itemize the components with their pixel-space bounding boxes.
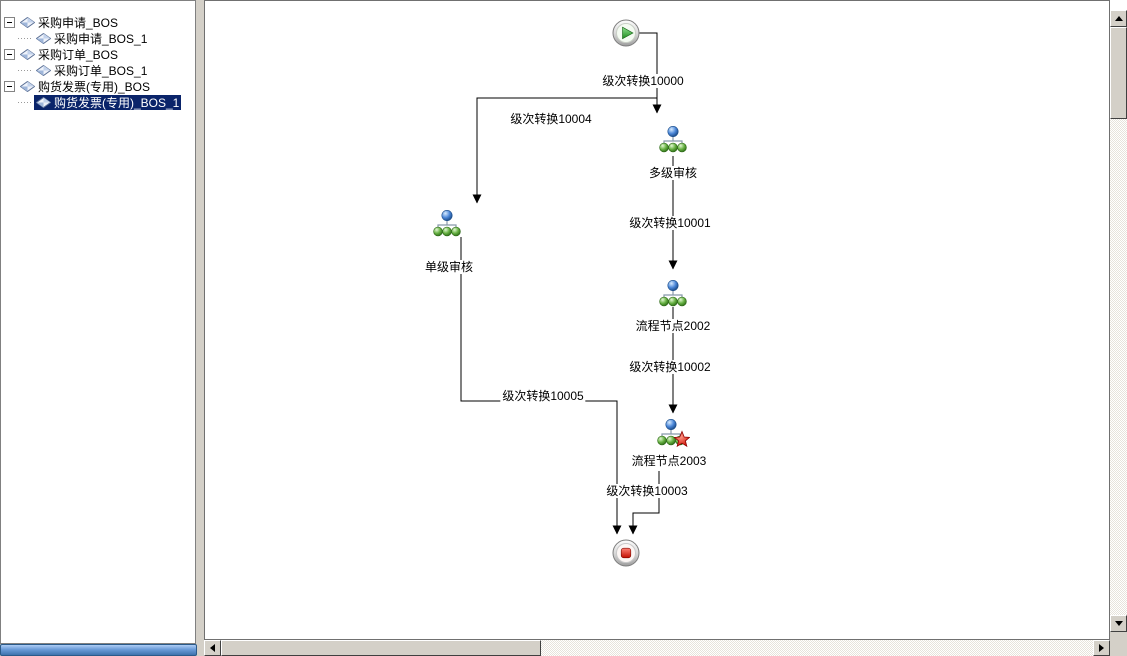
node-label: 单级审核 [422, 260, 476, 274]
start-icon [612, 19, 640, 47]
scrollbar-corner [1110, 632, 1127, 656]
transition-edge[interactable] [460, 237, 622, 535]
tree-item[interactable]: 采购订单_BOS [1, 46, 195, 62]
workflow-diagram-canvas[interactable]: 级次转换10000 级次转换10004 级次转换10001 级次转换10002 级次转换… [204, 0, 1110, 640]
tree-item-label: 采购申请_BOS_1 [54, 31, 148, 46]
transition-edge[interactable] [628, 471, 660, 535]
tree-item-label: 采购订单_BOS [38, 47, 119, 62]
tree-connector-line [18, 101, 32, 103]
single-audit-node[interactable] [432, 209, 462, 237]
tree-item[interactable]: 购货发票(专用)_BOS [1, 78, 195, 94]
tree-item-label: 采购申请_BOS [38, 15, 119, 30]
bos-object-icon [36, 32, 51, 44]
transition-label[interactable]: 级次转换10005 [500, 389, 586, 403]
tree-item-label: 采购订单_BOS_1 [54, 63, 148, 78]
tree-item[interactable]: 采购申请_BOS [1, 14, 195, 30]
collapse-toggle-icon[interactable] [4, 80, 15, 92]
node-label: 多级审核 [646, 166, 700, 180]
bos-object-icon [20, 16, 35, 28]
transition-edge[interactable] [639, 32, 662, 114]
node2003-node[interactable] [656, 418, 690, 448]
tree-item-label: 购货发票(专用)_BOS [38, 79, 151, 94]
bos-object-icon [36, 96, 51, 108]
activity-icon [433, 210, 461, 237]
bos-object-icon [20, 48, 35, 60]
transition-label[interactable]: 级次转换10003 [604, 484, 690, 498]
transition-label[interactable]: 级次转换10002 [627, 360, 713, 374]
scroll-right-button[interactable] [1093, 640, 1110, 656]
scroll-down-button[interactable] [1110, 615, 1127, 632]
transition-label[interactable]: 级次转换10001 [627, 216, 713, 230]
down-arrow-icon [1114, 621, 1123, 626]
end-node[interactable] [612, 539, 640, 567]
tree-item[interactable]: 采购申请_BOS_1 [1, 30, 195, 46]
tree-horizontal-scrollbar[interactable] [0, 644, 197, 656]
horizontal-scroll-thumb[interactable] [221, 640, 541, 656]
scroll-left-button[interactable] [204, 640, 221, 656]
tree-item[interactable]: 采购订单_BOS_1 [1, 62, 195, 78]
scrollbar-top-spacer [1110, 0, 1127, 10]
collapse-toggle-icon[interactable] [4, 48, 15, 60]
activity-icon [659, 126, 687, 153]
collapse-toggle-icon[interactable] [4, 16, 15, 28]
vertical-scroll-thumb[interactable] [1110, 27, 1127, 119]
vertical-scrollbar[interactable] [1110, 10, 1127, 632]
node-label: 流程节点2003 [629, 454, 709, 468]
tree-connector-line [18, 37, 32, 39]
bos-object-icon [20, 80, 35, 92]
node2002-node[interactable] [658, 279, 688, 307]
tree-item[interactable]: 购货发票(专用)_BOS_1 [1, 94, 195, 110]
bos-object-icon [36, 64, 51, 76]
tree-item-label: 购货发票(专用)_BOS_1 [54, 95, 180, 110]
up-arrow-icon [1114, 16, 1123, 21]
start-node[interactable] [612, 19, 640, 47]
transition-label[interactable]: 级次转换10000 [600, 74, 686, 88]
star-icon [673, 430, 690, 448]
activity-icon [659, 280, 687, 307]
stop-icon [612, 539, 640, 567]
activity-star-icon [657, 419, 690, 448]
left-arrow-icon [210, 644, 215, 652]
tree-connector-line [18, 69, 32, 71]
transition-label[interactable]: 级次转换10004 [508, 112, 594, 126]
multi-audit-node[interactable] [658, 125, 688, 153]
node-label: 流程节点2002 [633, 319, 713, 333]
right-arrow-icon [1099, 644, 1104, 652]
panel-splitter[interactable] [197, 0, 204, 656]
tree-scroll-thumb[interactable] [0, 644, 197, 656]
scroll-up-button[interactable] [1110, 10, 1127, 27]
horizontal-scrollbar[interactable] [204, 640, 1110, 656]
